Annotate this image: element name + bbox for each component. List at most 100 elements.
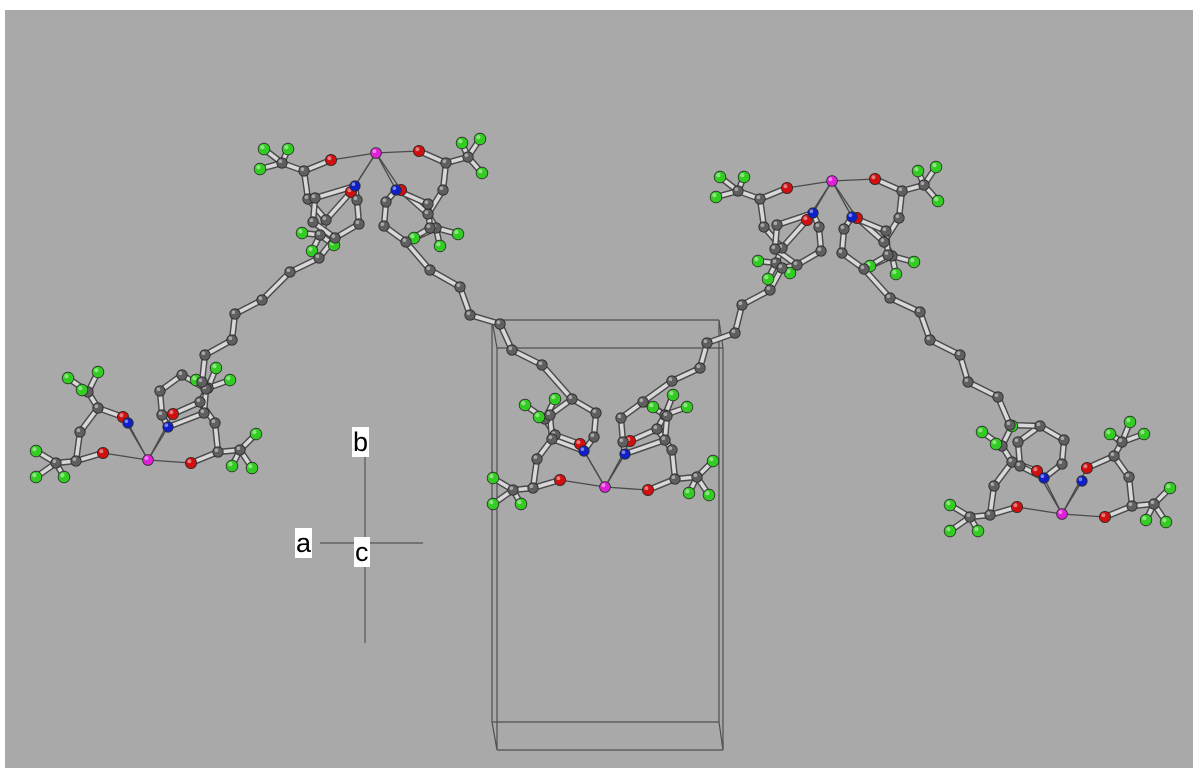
carbon-atom: [226, 334, 238, 346]
atom-highlight: [426, 266, 431, 271]
atom-highlight: [258, 296, 263, 301]
atom-highlight: [119, 413, 124, 418]
carbon-atom: [494, 318, 506, 330]
carbon-atom: [506, 344, 518, 356]
carbon-atom: [1058, 434, 1070, 446]
carbon-atom: [754, 193, 766, 205]
fluorine-atom: [475, 166, 489, 180]
atom-highlight: [192, 376, 197, 381]
coordination-bond: [102, 452, 149, 461]
oxygen-atom: [781, 181, 794, 194]
oxygen-atom: [554, 473, 567, 486]
atom-highlight: [1150, 500, 1155, 505]
atom-highlight: [914, 167, 919, 172]
atom-highlight: [546, 411, 551, 416]
nitrogen-atom: [349, 180, 361, 192]
atom-highlight: [248, 464, 253, 469]
nitrogen-atom: [619, 448, 631, 460]
coordination-bond: [127, 422, 149, 461]
atom-highlight: [489, 474, 494, 479]
atom-highlight: [1162, 518, 1167, 523]
fluorine-atom: [225, 459, 239, 473]
atom-highlight: [683, 403, 688, 408]
atom-highlight: [535, 413, 540, 418]
carbon-atom: [194, 396, 206, 408]
atom-highlight: [94, 404, 99, 409]
atom-highlight: [986, 511, 991, 516]
carbon-atom: [878, 236, 890, 248]
atom-highlight: [517, 500, 522, 505]
fluorine-atom: [1123, 415, 1137, 429]
carbon-atom: [309, 192, 321, 204]
carbon-atom: [199, 349, 211, 361]
carbon-atom: [424, 222, 436, 234]
oxygen-atom: [324, 153, 337, 166]
atom-highlight: [568, 395, 573, 400]
atom-highlight: [661, 436, 666, 441]
atom-highlight: [884, 251, 889, 256]
bond: [404, 240, 432, 272]
carbon-atom: [156, 409, 168, 421]
carbon-atom: [691, 471, 703, 483]
unit-cell: [491, 319, 724, 751]
fluorine-atom: [61, 371, 75, 385]
atom-highlight: [786, 269, 791, 274]
atom-highlight: [848, 213, 853, 218]
fluorine-atom: [907, 255, 921, 269]
atom-highlight: [649, 403, 654, 408]
carbon-atom: [914, 306, 926, 318]
oxygen-atom: [1081, 461, 1094, 474]
carbon-atom: [256, 294, 268, 306]
atom-highlight: [709, 457, 714, 462]
atom-highlight: [278, 159, 283, 164]
oxygen-atom: [184, 456, 197, 469]
carbon-atom: [836, 247, 848, 259]
carbon-atom: [462, 151, 474, 163]
carbon-atom: [1004, 419, 1016, 431]
atom-highlight: [454, 230, 459, 235]
carbon-atom: [882, 249, 894, 261]
bond: [862, 267, 892, 300]
carbon-atom: [536, 359, 548, 371]
carbon-atom: [815, 245, 827, 257]
atom-highlight: [764, 275, 769, 280]
atom-highlight: [803, 216, 808, 221]
fluorine-atom: [1139, 513, 1153, 527]
carbon-atom: [380, 196, 392, 208]
oxygen-atom: [1099, 510, 1112, 523]
atom-highlight: [734, 187, 739, 192]
coordination-bond: [831, 180, 853, 218]
atom-highlight: [809, 209, 814, 214]
carbon-atom: [1108, 450, 1120, 462]
atom-highlight: [946, 501, 951, 506]
atom-highlight: [52, 459, 57, 464]
carbon-atom: [351, 194, 363, 206]
fluorine-atom: [91, 365, 105, 379]
coordination-bond: [354, 152, 377, 187]
fluorine-atom: [245, 461, 259, 475]
atom-highlight: [653, 425, 658, 430]
carbon-atom: [1116, 436, 1128, 448]
atom-highlight: [705, 491, 710, 496]
carbon-atom: [880, 225, 892, 237]
fluorine-atom: [433, 239, 447, 253]
atom-highlight: [509, 486, 514, 491]
fluorine-atom: [75, 383, 89, 397]
carbon-atom: [196, 376, 208, 388]
atom-highlight: [211, 419, 216, 424]
carbon-atom: [422, 198, 434, 210]
atom-highlight: [99, 449, 104, 454]
atom-highlight: [236, 446, 241, 451]
atom-highlight: [327, 156, 332, 161]
fluorine-atom: [709, 190, 723, 204]
atom-highlight: [731, 329, 736, 334]
carbon-atom: [666, 375, 678, 387]
carbon-atom: [276, 157, 288, 169]
atom-highlight: [990, 482, 995, 487]
carbon-atom: [531, 453, 543, 465]
atom-highlight: [1040, 474, 1045, 479]
fluorine-atom: [761, 272, 775, 286]
fluorine-atom: [666, 388, 680, 402]
carbon-atom: [234, 444, 246, 456]
crystal-structure-viewport[interactable]: b a c: [5, 10, 1193, 768]
